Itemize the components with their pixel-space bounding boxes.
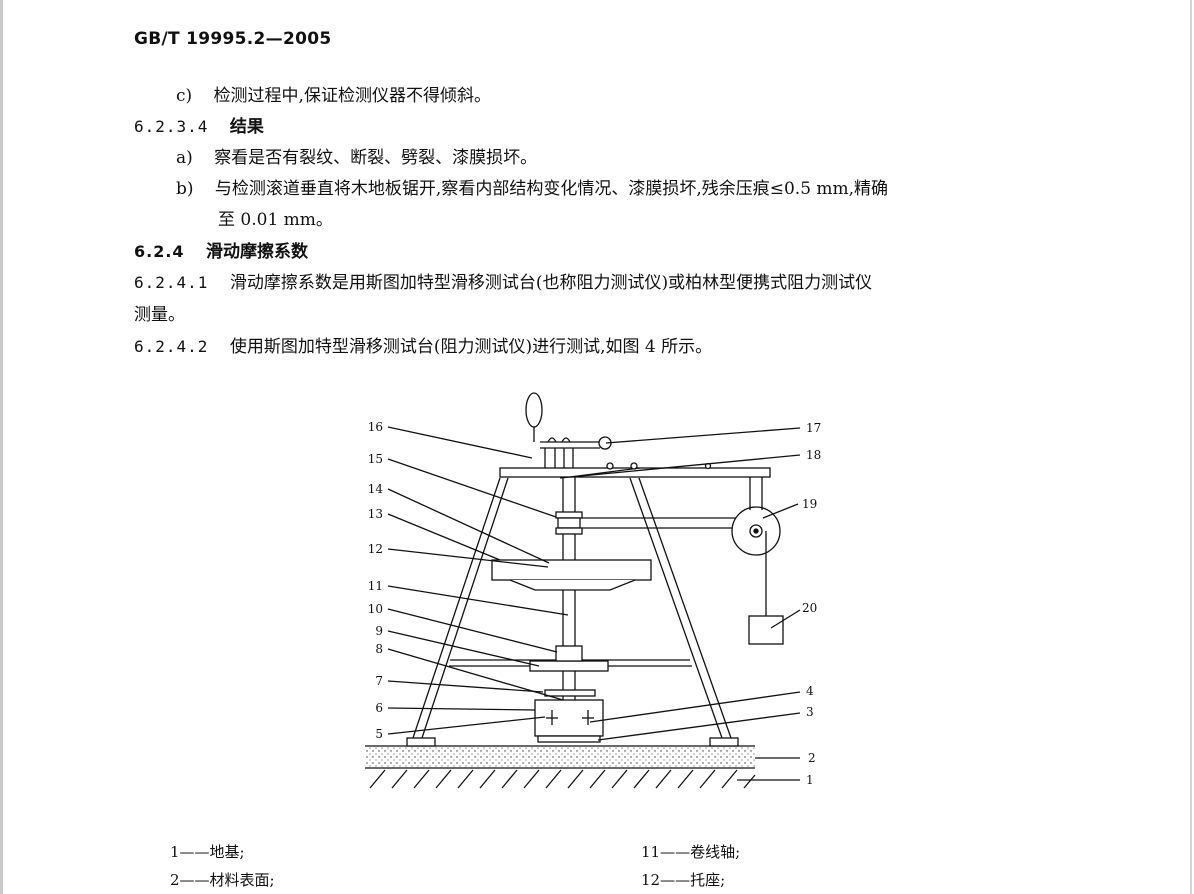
right-foot xyxy=(709,737,739,747)
callout-16: 16 xyxy=(368,420,383,434)
callout-7: 7 xyxy=(375,674,383,688)
legend-item: 12——托座; xyxy=(641,871,726,889)
callout-10: 10 xyxy=(368,602,383,616)
weight-block xyxy=(748,615,784,645)
callout-19: 19 xyxy=(802,497,817,511)
callout-13: 13 xyxy=(368,507,383,521)
list-marker: a) xyxy=(176,148,193,168)
callout-14: 14 xyxy=(368,482,384,496)
list-item-c: c) 检测过程中,保证检测仪器不得倾斜。 xyxy=(176,86,491,106)
callout-18: 18 xyxy=(806,448,821,462)
section-title: 结果 xyxy=(229,117,264,137)
list-text: 检测过程中,保证检测仪器不得倾斜。 xyxy=(213,86,491,106)
callout-17: 17 xyxy=(806,421,821,435)
paragraph-6241: 6.2.4.1 滑动摩擦系数是用斯图加特型滑移测试台(也称阻力测试仪)或柏林型便… xyxy=(134,273,872,293)
callout-15: 15 xyxy=(368,452,383,466)
material-surface xyxy=(365,746,755,768)
callout-3: 3 xyxy=(806,705,814,719)
callout-11: 11 xyxy=(368,579,383,593)
list-marker: b) xyxy=(176,179,194,199)
callout-4: 4 xyxy=(806,684,814,698)
section-number: 6.2.4.1 xyxy=(134,273,209,292)
page-right-edge xyxy=(1190,0,1192,894)
list-marker: c) xyxy=(176,86,193,106)
section-heading-6234: 6.2.3.4 结果 xyxy=(134,117,264,137)
right-callout-labels: 17 18 19 20 4 3 2 1 xyxy=(802,421,821,787)
crank-handle xyxy=(525,392,543,428)
legend-item: 2——材料表面; xyxy=(170,871,275,889)
callout-6: 6 xyxy=(375,701,383,715)
paragraph-text: 滑动摩擦系数是用斯图加特型滑移测试台(也称阻力测试仪)或柏林型便携式阻力测试仪 xyxy=(229,273,873,293)
callout-12: 12 xyxy=(368,542,383,556)
section-number: 6.2.4.2 xyxy=(134,337,209,356)
paragraph-6241-continued: 测量。 xyxy=(134,305,185,325)
list-item-b-continued: 至 0.01 mm。 xyxy=(218,210,333,230)
callout-1: 1 xyxy=(806,773,814,787)
callout-20: 20 xyxy=(802,601,817,615)
callout-2: 2 xyxy=(808,751,816,765)
legend-item: 1——地基; xyxy=(170,843,245,861)
left-callout-labels: 16 15 14 13 12 11 10 9 8 7 6 5 xyxy=(368,420,384,741)
section-title: 滑动摩擦系数 xyxy=(205,242,308,262)
left-foot xyxy=(406,737,436,747)
list-item-a: a) 察看是否有裂纹、断裂、劈裂、漆膜损坏。 xyxy=(176,148,537,168)
section-number: 6.2.3.4 xyxy=(134,117,209,136)
list-item-b: b) 与检测滚道垂直将木地板锯开,察看内部结构变化情况、漆膜损坏,残余压痕≤0.… xyxy=(176,179,888,199)
foundation-hatching xyxy=(369,769,756,789)
page-left-edge xyxy=(0,0,3,894)
callout-5: 5 xyxy=(375,727,383,741)
callout-9: 9 xyxy=(375,624,383,638)
paragraph-6242: 6.2.4.2 使用斯图加特型滑移测试台(阻力测试仪)进行测试,如图 4 所示。 xyxy=(134,337,712,357)
section-number: 6.2.4 xyxy=(134,242,185,261)
legend-item: 11——卷线轴; xyxy=(641,843,741,861)
section-heading-624: 6.2.4 滑动摩擦系数 xyxy=(134,242,308,262)
list-text: 与检测滚道垂直将木地板锯开,察看内部结构变化情况、漆膜损坏,残余压痕≤0.5 m… xyxy=(214,179,889,199)
list-text: 察看是否有裂纹、断裂、劈裂、漆膜损坏。 xyxy=(214,148,538,168)
callout-8: 8 xyxy=(375,642,383,656)
standard-number-header: GB/T 19995.2—2005 xyxy=(134,29,332,49)
paragraph-text: 使用斯图加特型滑移测试台(阻力测试仪)进行测试,如图 4 所示。 xyxy=(229,337,713,357)
